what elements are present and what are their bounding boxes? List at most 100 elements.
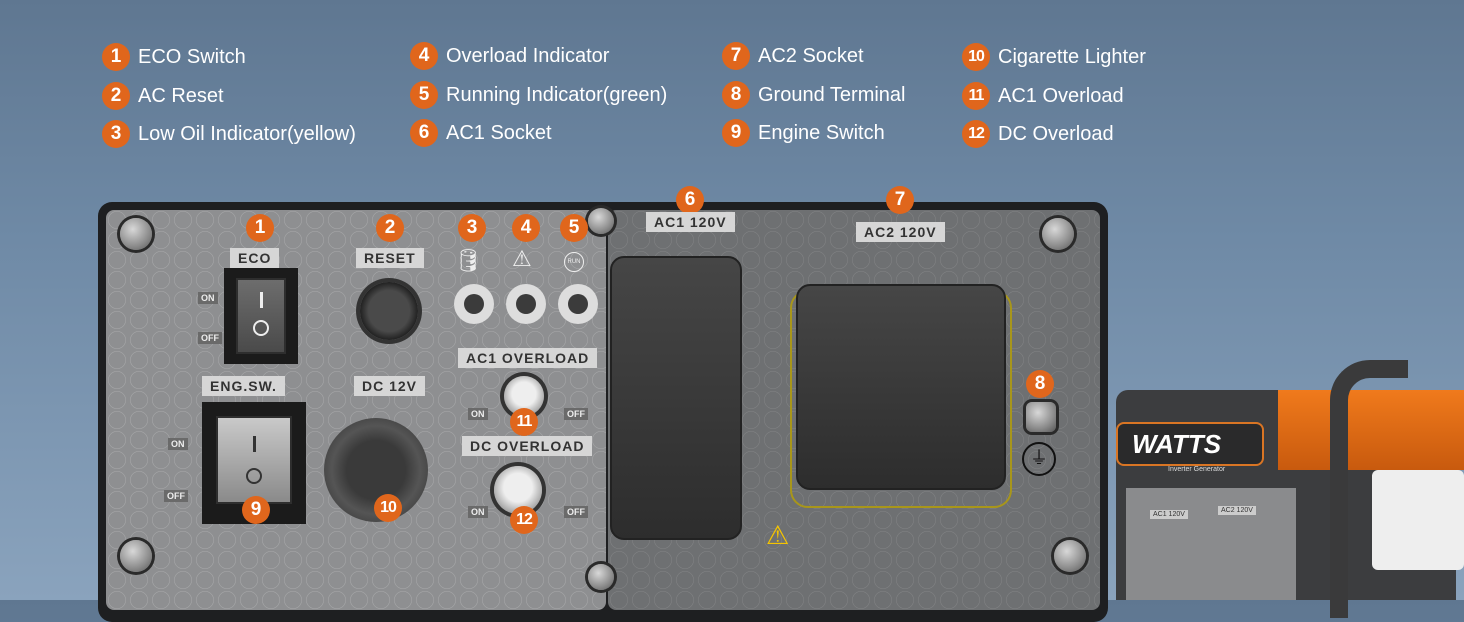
number-badge: 5 — [410, 81, 438, 109]
screw-icon — [120, 540, 152, 572]
number-badge: 12 — [510, 506, 538, 534]
number-badge: 6 — [410, 119, 438, 147]
legend: 1 ECO Switch 2 AC Reset 3 Low Oil Indicator… — [102, 40, 1202, 160]
screw-icon — [588, 208, 614, 234]
engine-switch[interactable] — [202, 402, 306, 524]
off-label: OFF — [564, 408, 588, 420]
generator-orange-top — [1278, 390, 1464, 470]
legend-label: AC1 Socket — [446, 121, 552, 144]
number-badge: 7 — [722, 42, 750, 70]
legend-label: ECO Switch — [138, 45, 246, 68]
legend-label: AC2 Socket — [758, 44, 864, 67]
reset-label: RESET — [356, 248, 424, 268]
ac1-label: AC1 120V — [646, 212, 735, 232]
ac-reset-button[interactable] — [360, 282, 418, 340]
on-mark-icon — [253, 436, 256, 452]
legend-item: 4 Overload Indicator — [410, 41, 609, 71]
legend-item: 1 ECO Switch — [102, 42, 246, 72]
number-badge: 2 — [376, 214, 404, 242]
number-badge: 10 — [374, 494, 402, 522]
screw-icon — [1054, 540, 1086, 572]
on-label: ON — [468, 506, 488, 518]
legend-item: 8 Ground Terminal — [722, 80, 905, 110]
brand-subtitle: Inverter Generator — [1168, 466, 1226, 473]
eco-label: ECO — [230, 248, 280, 268]
ac2-socket-cover[interactable] — [796, 284, 1006, 490]
off-label: OFF — [564, 506, 588, 518]
number-badge: 3 — [102, 120, 130, 148]
legend-label: Engine Switch — [758, 121, 885, 144]
number-badge: 9 — [722, 119, 750, 147]
led — [568, 294, 588, 314]
screw-icon — [120, 218, 152, 250]
led — [516, 294, 536, 314]
ac2-label: AC2 120V — [856, 222, 945, 242]
on-label: ON — [168, 438, 188, 450]
dc-12v-label: DC 12V — [354, 376, 426, 396]
legend-label: Low Oil Indicator(yellow) — [138, 122, 356, 145]
legend-label: AC Reset — [138, 84, 224, 107]
on-label: ON — [198, 292, 218, 304]
mini-ac1-label: AC1 120V — [1150, 510, 1188, 519]
legend-label: DC Overload — [998, 122, 1114, 145]
legend-label: AC1 Overload — [998, 84, 1124, 107]
legend-item: 7 AC2 Socket — [722, 41, 864, 71]
off-label: OFF — [164, 490, 188, 502]
ground-terminal[interactable] — [1026, 402, 1056, 432]
number-badge: 1 — [246, 214, 274, 242]
eco-rocker[interactable] — [236, 278, 286, 354]
mini-panel — [1126, 488, 1296, 600]
legend-item: 11 AC1 Overload — [962, 81, 1124, 111]
number-badge: 2 — [102, 82, 130, 110]
number-badge: 6 — [676, 186, 704, 214]
dc-overload-label: DC OVERLOAD — [462, 436, 593, 456]
off-label: OFF — [198, 332, 222, 344]
warning-label — [1372, 470, 1464, 570]
legend-label: Cigarette Lighter — [998, 45, 1146, 68]
legend-item: 9 Engine Switch — [722, 118, 885, 148]
on-label: ON — [468, 408, 488, 420]
legend-label: Overload Indicator — [446, 44, 610, 67]
number-badge: 8 — [1026, 370, 1054, 398]
number-badge: 8 — [722, 81, 750, 109]
legend-item: 12 DC Overload — [962, 119, 1114, 149]
brand-plate: WATTS — [1116, 422, 1264, 466]
ac1-socket-cover[interactable] — [610, 256, 742, 540]
number-badge: 4 — [512, 214, 540, 242]
legend-item: 2 AC Reset — [102, 81, 224, 111]
off-mark-icon — [253, 320, 269, 336]
control-panel: 1 ECO ON OFF 2 RESET 3 4 5 🛢 ⚠ RUN AC1 O… — [98, 186, 1108, 622]
number-badge: 11 — [962, 82, 990, 110]
screw-icon — [1042, 218, 1074, 250]
warning-icon: ⚠ — [512, 246, 532, 271]
warning-icon: ⚠ — [766, 520, 790, 550]
generator-image: WATTS Inverter Generator AC1 120V AC2 12… — [1108, 360, 1464, 618]
off-mark-icon — [246, 468, 262, 484]
eco-switch[interactable] — [224, 268, 298, 364]
low-oil-indicator — [454, 284, 494, 324]
run-icon: RUN — [564, 252, 584, 272]
legend-item: 10 Cigarette Lighter — [962, 42, 1146, 72]
number-badge: 3 — [458, 214, 486, 242]
number-badge: 11 — [510, 408, 538, 436]
number-badge: 7 — [886, 186, 914, 214]
number-badge: 5 — [560, 214, 588, 242]
number-badge: 1 — [102, 43, 130, 71]
number-badge: 12 — [962, 120, 990, 148]
generator-handle — [1330, 360, 1408, 618]
legend-label: Running Indicator(green) — [446, 83, 668, 106]
eng-sw-label: ENG.SW. — [202, 376, 285, 396]
oil-can-icon: 🛢 — [454, 248, 482, 273]
legend-item: 5 Running Indicator(green) — [410, 80, 667, 110]
led — [464, 294, 484, 314]
ground-symbol-icon: ⏚ — [1022, 442, 1056, 476]
number-badge: 10 — [962, 43, 990, 71]
running-indicator — [558, 284, 598, 324]
legend-item: 6 AC1 Socket — [410, 118, 552, 148]
number-badge: 4 — [410, 42, 438, 70]
mini-ac2-label: AC2 120V — [1218, 506, 1256, 515]
ac1-overload-label: AC1 OVERLOAD — [458, 348, 598, 368]
engine-rocker[interactable] — [216, 416, 292, 504]
legend-label: Ground Terminal — [758, 83, 906, 106]
number-badge: 9 — [242, 496, 270, 524]
